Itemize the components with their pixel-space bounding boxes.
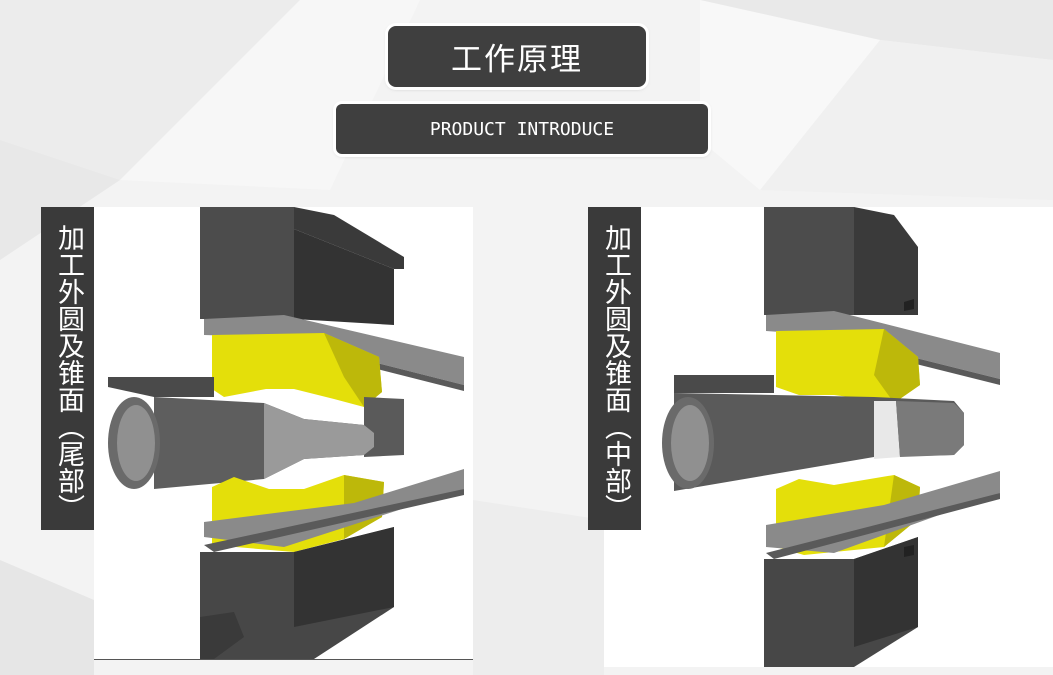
panel-label-middle: 加工外圆及锥面（中部） xyxy=(588,207,641,530)
illustration-middle-processing xyxy=(604,207,1053,667)
illustration-tail-processing xyxy=(94,207,473,660)
page-title: 工作原理 xyxy=(388,26,646,87)
panel-label-tail: 加工外圆及锥面（尾部） xyxy=(41,207,94,530)
page-subtitle: PRODUCT INTRODUCE xyxy=(336,104,708,154)
